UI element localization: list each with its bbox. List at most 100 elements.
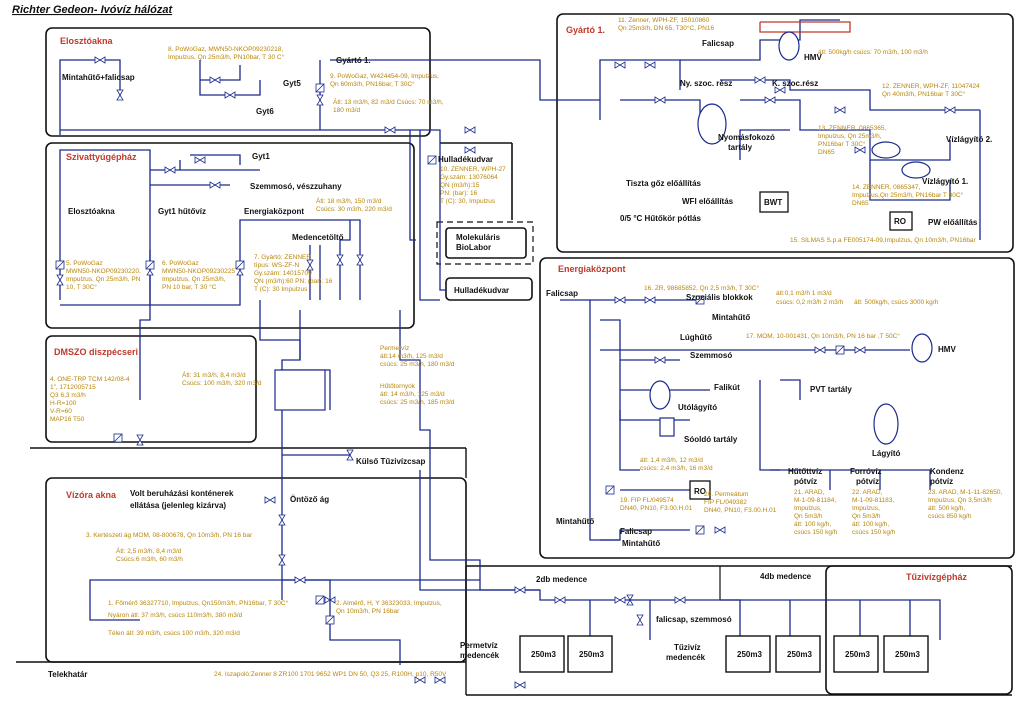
label-mintahuto-energia-3: Mintahűtő — [622, 539, 660, 548]
meter-note-m9-line-1: 9. PoWoGaz, W424454-09, Impulzus, — [330, 73, 439, 80]
label-lagyito: Lágyító — [872, 449, 901, 458]
meter-note-m16-flow3-line-1: átl: 500kg/h, csúcs 3000 kg/h — [854, 299, 939, 306]
section-title-elosztoakna: Elosztóakna — [60, 36, 114, 46]
meter-note-m1-nyar-line-1: Nyáron átl: 37 m3/h, csúcs 110m3/h, 380 … — [108, 612, 243, 619]
meter-note-m21-line-3: Impulzus, — [794, 505, 822, 512]
meter-note-e-flow-line-2: csúcs: 2,4 m3/h, 16 m3/d — [640, 465, 713, 472]
meter-note-m9-flow-line-2: 180 m3/d — [333, 107, 360, 114]
label-gyarto1-small: Gyártó 1. — [336, 56, 371, 65]
text-layer: Richter Gedeon- Ivóvíz hálózat Elosztóak… — [12, 4, 1002, 679]
hulladekudvar-box — [445, 277, 533, 301]
meter-note-m22-line-6: csúcs 150 kg/h — [852, 529, 896, 536]
meter-note-m3-flow-line-1: Átl: 2,5 m3/h, 8,4 m3/d — [116, 546, 182, 555]
meter-note-m23-line-2: Impulzus, Qn 3,5m3/h — [928, 497, 992, 504]
meter-note-m4-line-4: H-R=100 — [50, 400, 77, 407]
meter-note-permetviz-flow-line-1: Permetvíz — [380, 345, 409, 352]
label-molekularis: Molekuláris — [456, 233, 501, 242]
section-boxes — [45, 13, 1015, 695]
label-tiszta-goz: Tiszta gőz előállítás — [626, 179, 702, 188]
meter-note-permetviz-flow-line-3: csúcs: 25 m3/h, 180 m3/d — [380, 361, 455, 368]
meter-note-m22-line-3: Impulzus, — [852, 505, 880, 512]
meter-note-m3-flow-line-2: Csúcs:6 m3/h, 60 m3/h — [116, 556, 183, 563]
meter-note-m17-line-1: 17. MOM, 10-001431, Qn 10m3/h, PN 16 bar… — [746, 332, 900, 340]
meter-note-m5-line-1: 5. PoWoGaz — [66, 260, 103, 267]
meter-note-m11-line-1: 11. Zenner, WPH-ZF, 15010860 — [618, 17, 710, 24]
meter-note-m10-line-5: T (C): 30, Impulzus — [440, 198, 496, 205]
meter-note-m13-line-3: PN16bar T 30C° — [818, 140, 866, 148]
ro-energia-box — [689, 480, 711, 500]
tuziviz-tank-3 — [833, 635, 879, 673]
label-ny-szoc: Ny. szoc. rész — [680, 79, 732, 88]
meter-note-m2-line-2: Qn 10m3/h, PN 16bar — [336, 608, 400, 615]
tuziviz-tank-2 — [775, 635, 821, 673]
nyomasfokozo-tartaly-vessel — [697, 103, 727, 145]
ro-gyarto-box — [889, 211, 913, 231]
meter-note-m13-line-4: DN65 — [818, 149, 835, 156]
label-ro-energia: RO — [694, 487, 706, 496]
label-ro-gyarto: RO — [894, 217, 906, 226]
meter-note-m6-line-4: PN 10 bar, T 30 °C — [162, 283, 217, 291]
label-medencetolto: Medencetöltő — [292, 233, 344, 242]
label-pw: PW előállítás — [928, 218, 978, 227]
meter-note-m8-line-2: Impulzus, Qn 25m3/h, PN10bar, T 30 C° — [168, 53, 285, 61]
section-title-tuzvizgephaz: Tűzivízgépház — [906, 572, 968, 582]
meter-note-m21-line-2: M-1-09-81184, — [794, 497, 836, 504]
label-ontozo-ag: Öntöző ág — [290, 495, 329, 504]
label-szemmoso-veszzuhany: Szemmosó, vészzuhany — [250, 182, 342, 191]
meter-note-m6-line-3: Impulzus, Qn 25m3/h, — [162, 276, 226, 283]
label-pvt: PVT tartály — [810, 385, 852, 394]
meter-note-m7-line-1: 7. Gyártó: ZENNER — [254, 254, 311, 261]
meter-note-m13-line-1: 13. ZENNER, 0865365, — [818, 125, 886, 132]
meter-note-m14-line-2: Impulzus,Qn 25m3/h, PN16bar T 30C° — [852, 191, 964, 199]
label-hulladekudvar-2: Hulladékudvar — [454, 286, 509, 295]
meter-note-m13-line-2: Impulzus, Qn 25m3/h, — [818, 133, 882, 140]
label-gyt1: Gyt1 — [252, 152, 270, 161]
label-szemmoso-energia: Szemmosó — [690, 351, 732, 360]
meter-note-m19-line-1: 19. FIP FL/049574 — [620, 497, 674, 504]
label-kondenz-2: pótvíz — [930, 477, 953, 486]
vizlagyito1-vessel — [901, 161, 931, 179]
meter-note-m14-line-1: 14. ZENNER, 0865347, — [852, 184, 920, 191]
label-falicsap-szemmoso: falicsap, szemmosó — [656, 615, 732, 624]
section-title-dmszo: DMSZO diszpécseri — [54, 347, 138, 357]
meter-note-m8-line-1: 8. PoWoGaz, MWN50-NKOP09230218, — [168, 46, 283, 53]
label-4db-medence: 4db medence — [760, 572, 812, 581]
label-hutokor: 0/5 °C Hűtőkör pótlás — [620, 214, 702, 223]
meter-note-m21-line-6: csúcs 150 kg/h — [794, 529, 838, 536]
meter-note-m2-line-1: 2. Almérő, H, Y 36323033, Impulzus, — [336, 600, 442, 607]
meter-note-hutotornyok-flow-line-2: átl: 14 m3/h, 125 m3/d — [380, 391, 445, 398]
meter-note-m9-flow-line-1: Átl: 13 m3/h, 82 m3/d Csúcs: 70 m3/h, — [333, 97, 444, 106]
meter-note-m7-line-4: QN (m3/h):60 PN: (bar): 16 — [254, 278, 333, 285]
meter-note-m22-line-2: M-1-09-81183, — [852, 497, 894, 504]
meter-note-m15-line-1: 15. SILMAS S.p.a FE005174-09,Impulzus, Q… — [790, 237, 977, 244]
meter-note-m10-flow-line-2: Csúcs: 30 m3/h, 220 m3/d — [316, 206, 392, 213]
label-gyt6: Gyt6 — [256, 107, 274, 116]
meter-note-dmszo-flow-line-1: Átl: 31 m3/h, 8,4 m3/d — [182, 370, 246, 379]
elosztoakna-box — [45, 27, 431, 137]
meter-note-m10-line-4: PN: (bar): 16 — [440, 190, 478, 197]
meter-note-m16-line-1: 16. ZR, 98685852, Qn 2,5 m3/h, T 30C° — [644, 284, 759, 292]
meter-note-m7-line-2: típus: WS-ZF-N — [254, 262, 299, 269]
meter-note-m9-line-2: Qn 60m3/h, PN16bar, T 30C° — [330, 80, 415, 88]
meter-note-m16-flow2-line-1: csúcs: 0,2 m3/h 2 m3/h — [776, 299, 844, 306]
label-falicsap-energia: Falicsap — [546, 289, 578, 298]
label-ellatasa: ellátása (jelenleg kizárva) — [130, 501, 226, 510]
hmv-energia-vessel — [911, 333, 933, 363]
tank-label-3: 250m3 — [737, 650, 762, 659]
meter-note-hutotornyok-flow-line-3: csúcs: 25 m3/h, 185 m3/d — [380, 399, 455, 406]
label-nyomasfokozo-1: Nyomásfokozó — [718, 133, 775, 142]
label-biolabor: BioLabor — [456, 243, 491, 252]
meter-note-m23-line-1: 23. ARAD, M-1-11-82650, — [928, 489, 1002, 496]
meter-note-m5-line-2: MWN50-NKOP09230220, — [66, 268, 141, 275]
label-telekhatar: Telekhatár — [48, 670, 87, 679]
tuziviz-tank-4 — [883, 635, 929, 673]
molekularis-box — [445, 227, 527, 259]
meter-note-m16-flow1-line-1: átl:0,1 m3/h 1 m3/d — [776, 290, 832, 297]
meter-note-m4-line-2: 1", 1712005715 — [50, 384, 96, 391]
meter-note-m1-line-1: 1. Főmérő 36327710, Impulzus, Qn150m3/h,… — [108, 599, 289, 607]
tank-label-1: 250m3 — [531, 650, 556, 659]
lagyito-vessel — [873, 403, 899, 445]
meter-note-m4-line-6: MAP16 T50 — [50, 416, 85, 423]
